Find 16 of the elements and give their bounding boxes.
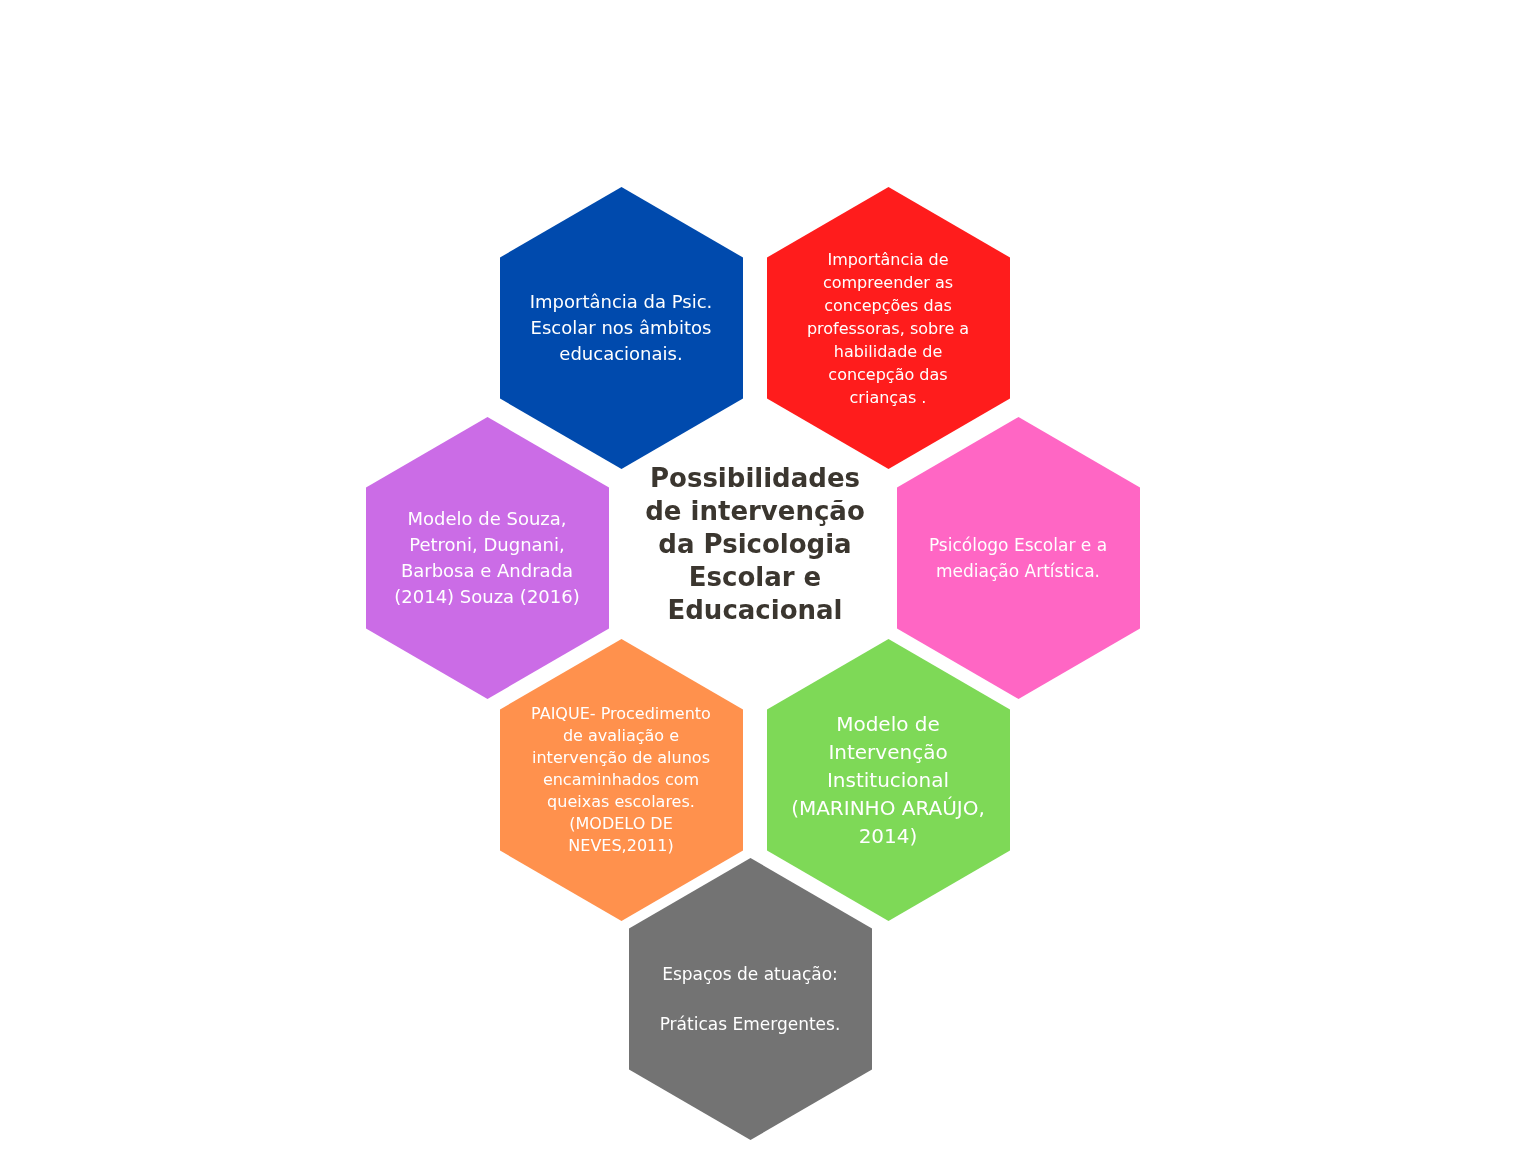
- topic-text: Modelo de Intervenção Institucional (MARINHO ARAÚJO, 2014): [790, 711, 986, 850]
- topic-text: Espaços de atuação:: [662, 963, 838, 986]
- hexagon: [365, 417, 609, 699]
- topic-text: Importância de compreender as concepções das professoras, sobre a habilidade de concepção das crianças .: [805, 248, 971, 409]
- hexagon: [896, 417, 1140, 699]
- title: Possibilidades de intervenção da Psicologia Escolar e Educacional: [644, 462, 866, 627]
- hexagon: [628, 858, 872, 1140]
- hexagon: [766, 187, 1010, 469]
- hexagon: [499, 187, 743, 469]
- topic-text: Psicólogo Escolar e a mediação Artística.: [927, 534, 1109, 583]
- topic-text: Práticas Emergentes.: [659, 1013, 841, 1036]
- topic-text: PAIQUE- Procedimento de avaliação e intervenção de alunos encaminhados com queixas escolares. (MODELO DE NEVES,2011): [530, 703, 712, 857]
- topic-text: Modelo de Souza, Petroni, Dugnani, Barbosa e Andrada (2014) Souza (2016): [393, 507, 581, 609]
- topic-text: Importância da Psic. Escolar nos âmbitos educacionais.: [528, 290, 714, 366]
- hexagon: [499, 639, 743, 921]
- hexagon: [766, 639, 1010, 921]
